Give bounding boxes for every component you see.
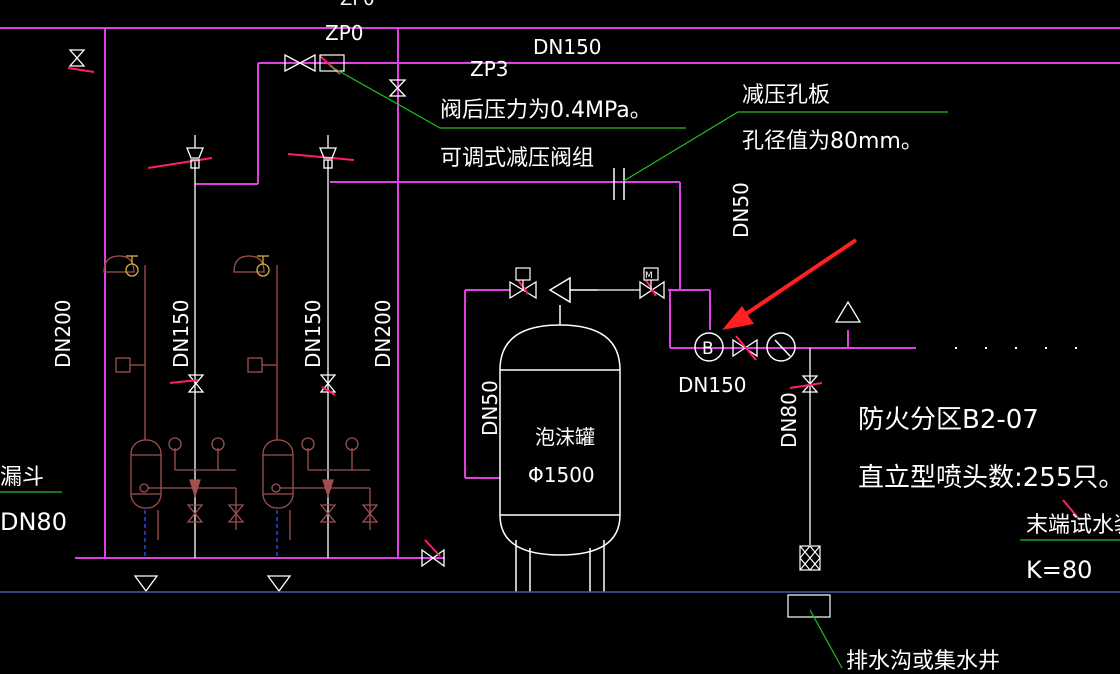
- label-dn150-b-device: DN150: [678, 373, 747, 397]
- label-dn50-right: DN50: [729, 182, 753, 238]
- orifice-plate: [613, 168, 625, 200]
- label-zp0: ZP0: [325, 21, 364, 45]
- left-label-line1: 漏斗: [0, 465, 44, 490]
- label-dn50-tank: DN50: [478, 380, 502, 436]
- label-dn80: DN80: [777, 392, 801, 448]
- alarm-valve-set-2: [233, 255, 379, 540]
- foam-tank: [499, 276, 621, 592]
- valve-actuators: [319, 54, 659, 290]
- drain-label: 排水沟或集水井: [846, 649, 1000, 674]
- label-dn200-mid: DN200: [371, 299, 395, 368]
- orifice-line1: 减压孔板: [742, 83, 830, 108]
- drain-fitting: [787, 545, 831, 618]
- orifice-line2: 孔径值为80mm。: [742, 129, 923, 154]
- valve-note-line1: 阀后压力为0.4MPa。: [440, 98, 652, 123]
- label-zp0-top: ZP0: [340, 0, 375, 10]
- white-risers: [194, 160, 811, 558]
- gate-valves: [68, 49, 819, 568]
- tank-name: 泡沫罐: [535, 425, 595, 449]
- b-symbol-label: B: [702, 339, 714, 359]
- pipe-dotted-continuation: [955, 347, 1077, 349]
- label-dn150-b: DN150: [301, 299, 325, 368]
- right-label-line2: K=80: [1026, 556, 1092, 584]
- zone-line2: 直立型喷头数:255只。: [858, 463, 1120, 493]
- label-dn200-left: DN200: [51, 299, 75, 368]
- zone-line1: 防火分区B2-07: [858, 405, 1039, 435]
- valve-note-line2: 可调式减压阀组: [440, 146, 594, 171]
- riser-heads: [186, 135, 337, 169]
- motor-label: M: [645, 271, 653, 281]
- triangle-symbols: [133, 300, 862, 593]
- alarm-valve-set-1: [103, 255, 245, 540]
- right-label-line1: 末端试水装置: [1026, 513, 1120, 538]
- tank-diameter: Φ1500: [528, 463, 595, 487]
- label-dn150-a: DN150: [169, 299, 193, 368]
- pressure-device: [694, 332, 796, 362]
- label-dn150-top: DN150: [533, 35, 602, 59]
- red-arrow-indicator: [722, 238, 858, 330]
- gold-gauges: [125, 255, 270, 277]
- label-zp3: ZP3: [470, 57, 509, 81]
- pipe-network: [0, 27, 1120, 559]
- left-label-line2: DN80: [0, 508, 67, 536]
- blue-drains: [144, 510, 278, 558]
- leader-lines: [0, 65, 1120, 669]
